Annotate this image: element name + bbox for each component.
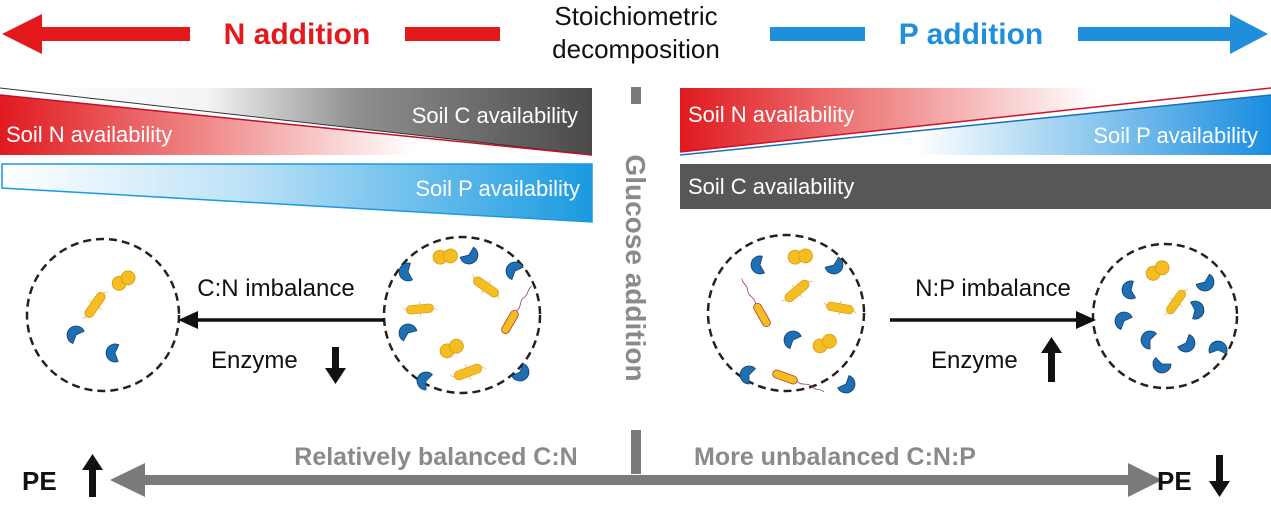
n-addition-arrow (2, 14, 500, 54)
left-soil-n-label: Soil N availability (6, 122, 172, 147)
enzyme-up-arrow (1041, 337, 1062, 382)
p-addition-label: P addition (899, 18, 1043, 51)
p-addition-arrow (770, 14, 1268, 54)
left-soil-p-bar (1, 163, 593, 223)
pe-down-arrow (1209, 455, 1230, 497)
pe-up-arrow (82, 454, 103, 497)
right-soil-p-bar (679, 94, 1271, 156)
center-divider-top (631, 87, 641, 104)
left-soil-c-label: Soil C availability (412, 103, 578, 128)
left-flow-arrow (178, 311, 384, 329)
right-soil-c-bar (680, 164, 1271, 209)
glucose-addition-label: Glucose addition (620, 154, 651, 381)
right-imbalance-label: N:P imbalance (915, 275, 1071, 302)
relatively-balanced-label: Relatively balanced C:N (294, 443, 577, 471)
right-soil-c-label: Soil C availability (688, 174, 854, 199)
more-unbalanced-label: More unbalanced C:N:P (694, 443, 976, 471)
left-large-community (382, 235, 542, 395)
left-soil-n-bar (0, 94, 593, 156)
decomposition-label: decomposition (552, 34, 720, 64)
right-flow-arrow (890, 311, 1096, 329)
pe-right-label: PE (1157, 466, 1192, 496)
right-soil-p-label: Soil P availability (1093, 123, 1258, 148)
right-enzyme-label: Enzyme (931, 347, 1018, 374)
left-enzyme-label: Enzyme (211, 347, 298, 374)
enzyme-down-arrow (325, 347, 346, 384)
right-soil-n-bar (679, 87, 1271, 153)
right-large-community (706, 233, 866, 396)
left-soil-p-label: Soil P availability (415, 176, 580, 201)
right-soil-n-label: Soil N availability (688, 102, 854, 127)
footer-double-arrow (110, 463, 1162, 497)
pe-left-label: PE (22, 466, 57, 496)
left-imbalance-label: C:N imbalance (197, 275, 354, 302)
right-small-community (1091, 242, 1239, 390)
left-soil-c-bar (0, 87, 593, 156)
stoichiometric-label: Stoichiometric (554, 1, 717, 31)
n-addition-label: N addition (224, 18, 371, 51)
left-small-community (25, 237, 181, 393)
center-divider-bottom (631, 430, 641, 474)
